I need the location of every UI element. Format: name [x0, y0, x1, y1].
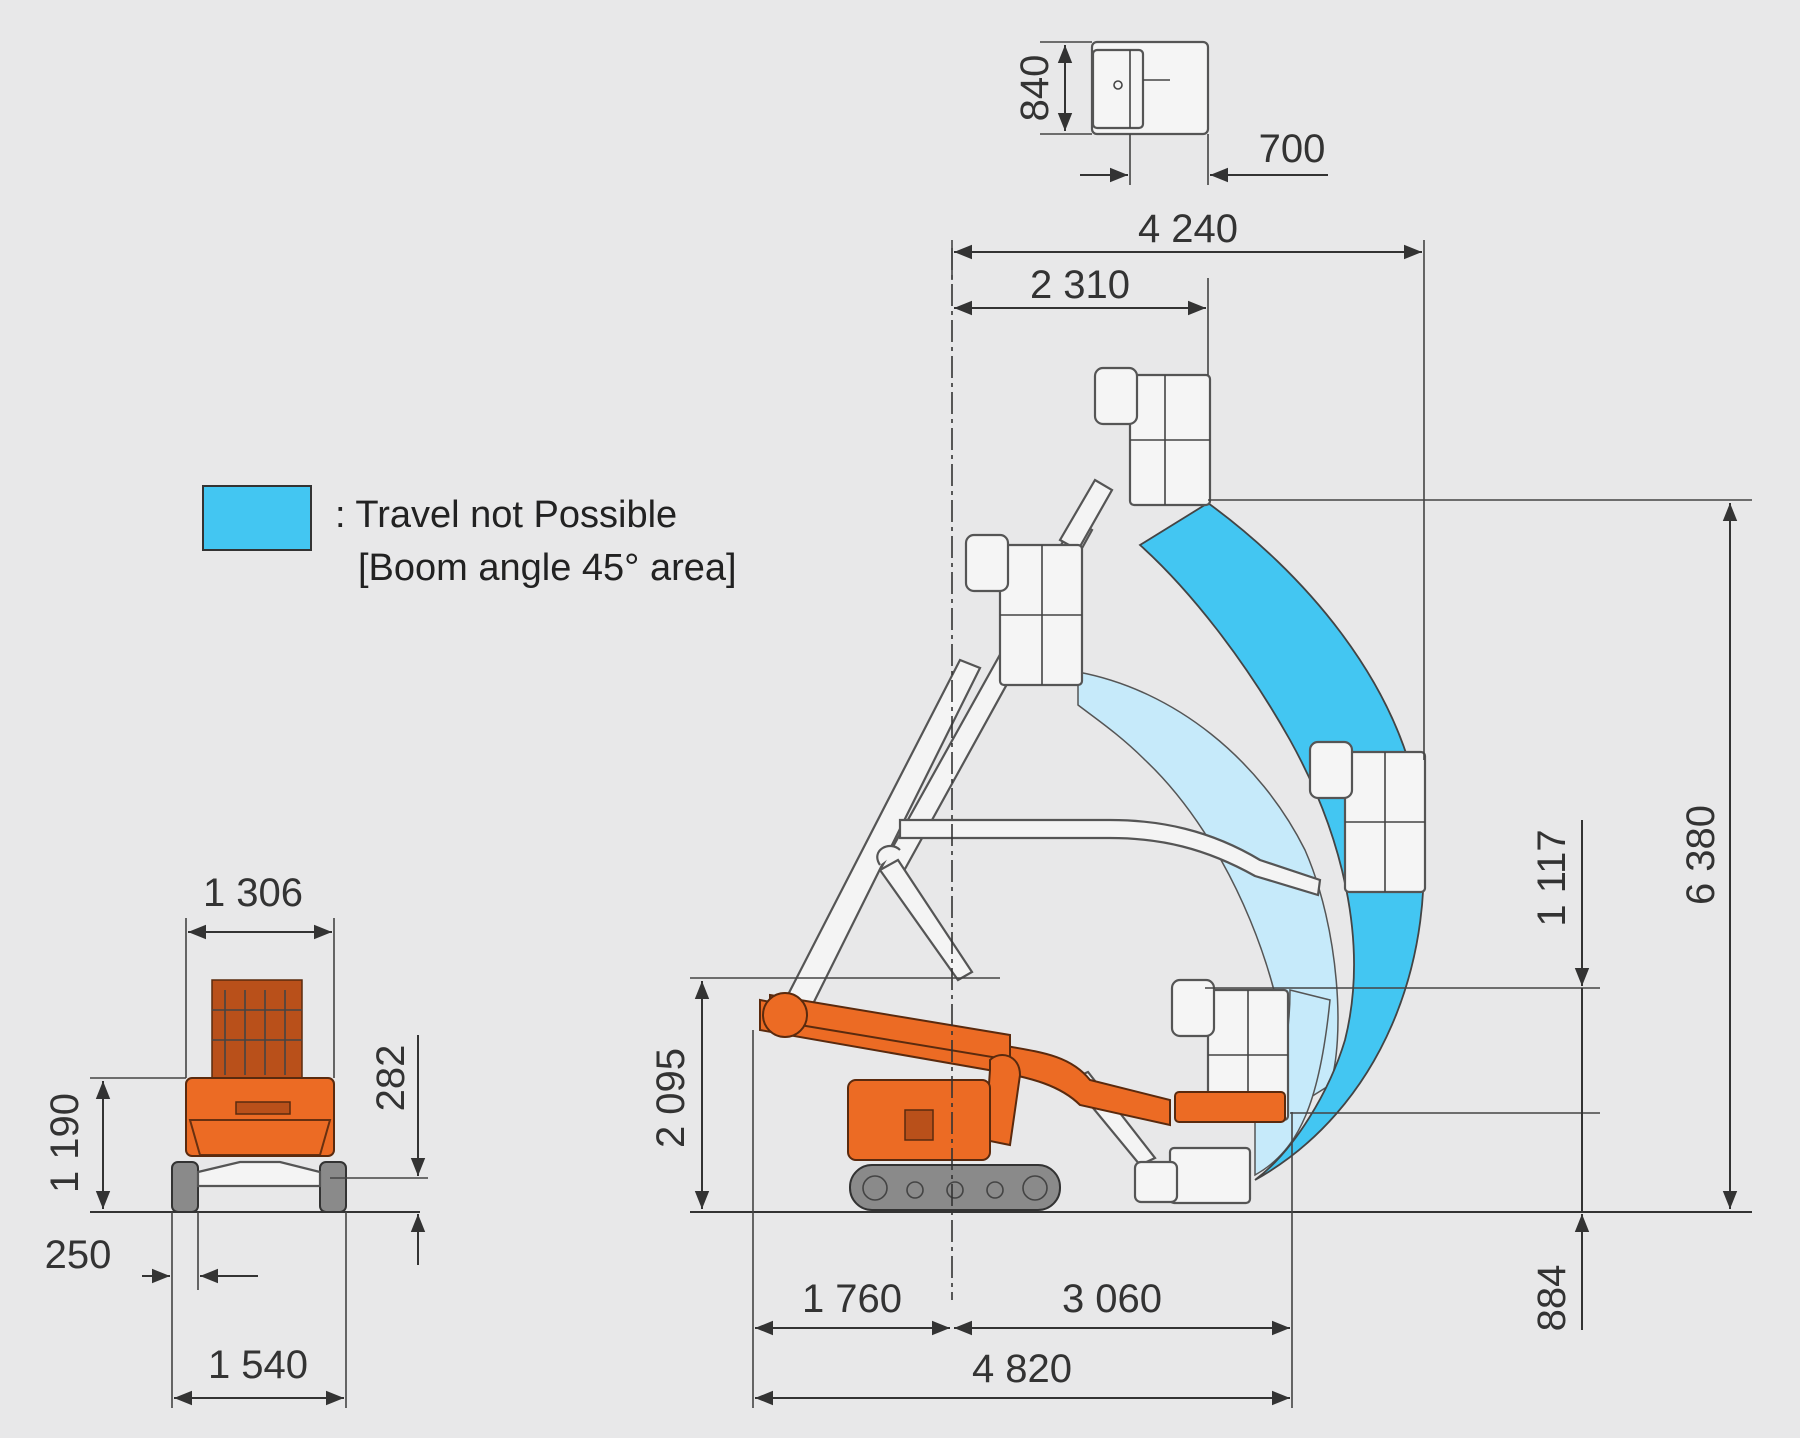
platform-plan-view	[1090, 40, 1210, 136]
boom-horizontal-position	[898, 818, 1322, 897]
basket-top	[1093, 366, 1212, 507]
crawler-track	[849, 1164, 1061, 1211]
basket-stowed	[1170, 978, 1290, 1122]
dim-rear-overall-width: 1 540	[208, 1343, 308, 1387]
dim-max-outreach: 4 240	[1138, 207, 1238, 251]
dim-rear-overhang: 1 760	[802, 1277, 902, 1321]
dim-stowed-height: 2 095	[649, 1048, 693, 1148]
basket-right	[1308, 740, 1427, 894]
dim-below-ground: 884	[1530, 1265, 1574, 1332]
machine-side-view	[759, 366, 1427, 1211]
dim-jib-range: 1 117	[1530, 829, 1574, 926]
legend-text-line1: : Travel not Possible	[335, 494, 677, 536]
dim-working-height: 6 380	[1679, 805, 1723, 905]
dim-overall-length: 4 820	[972, 1347, 1072, 1391]
reach-zones	[1077, 501, 1425, 1181]
basket-upper-left	[964, 533, 1084, 687]
dim-front-length: 3 060	[1062, 1277, 1162, 1321]
dim-track-width: 250	[45, 1233, 112, 1277]
dim-ground-clearance: 282	[369, 1045, 413, 1112]
legend: : Travel not Possible [Boom angle 45° ar…	[202, 485, 737, 589]
dim-rear-width: 1 306	[203, 871, 303, 915]
legend-swatch	[202, 485, 312, 551]
basket-lowered	[1133, 1146, 1252, 1205]
dim-platform-depth: 840	[1013, 55, 1057, 122]
travel-not-possible-zone	[1138, 501, 1425, 1181]
dimension-lines: 840 700 4 240 2 310 6 380 1 117 884 2 09…	[43, 41, 1752, 1408]
dim-platform-width: 700	[1259, 127, 1326, 171]
boom-high-position	[773, 658, 982, 1032]
machine-rear-view	[171, 979, 347, 1213]
dim-outreach-max-height: 2 310	[1030, 263, 1130, 307]
dim-rear-hood-height: 1 190	[43, 1093, 87, 1193]
legend-text-line2: [Boom angle 45° area]	[358, 547, 737, 589]
